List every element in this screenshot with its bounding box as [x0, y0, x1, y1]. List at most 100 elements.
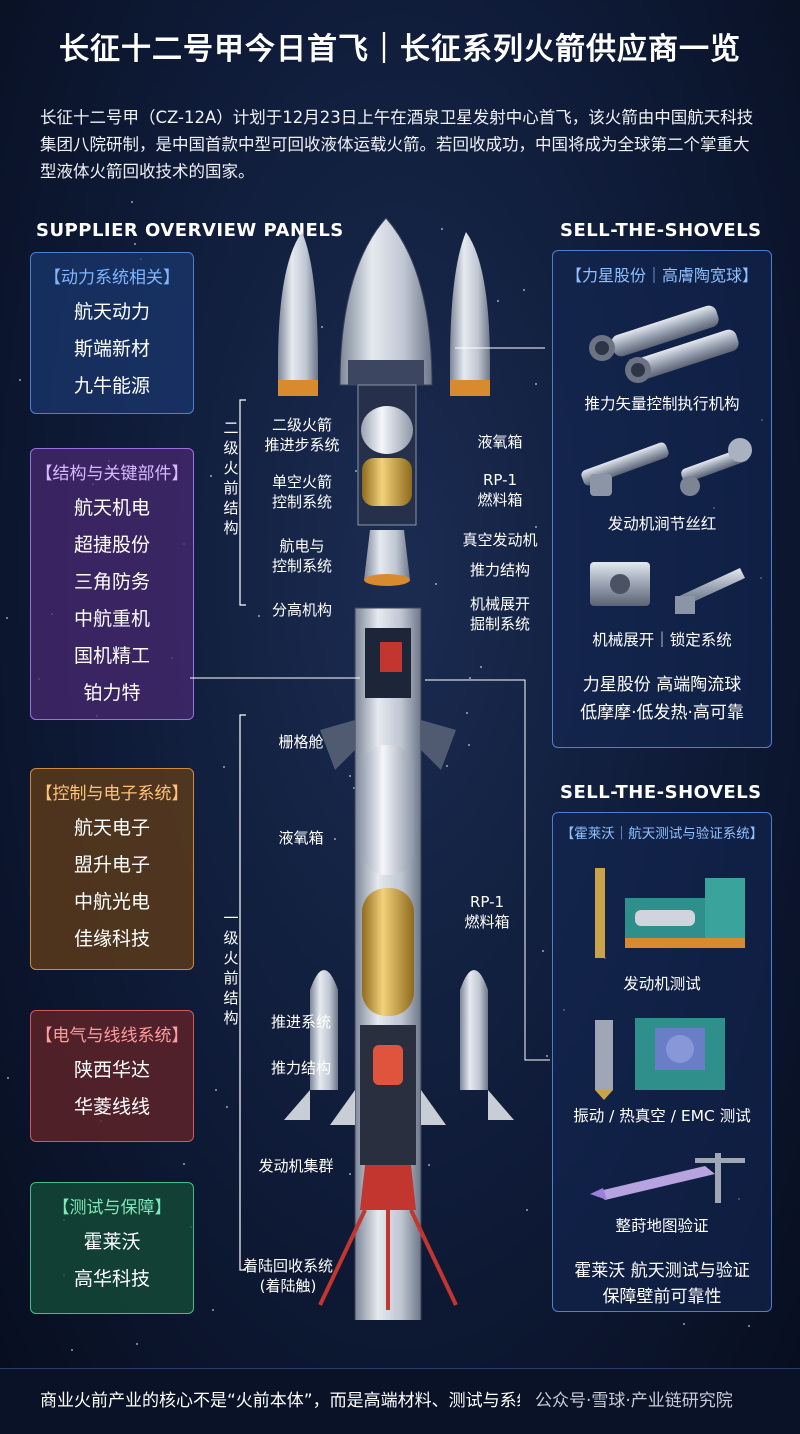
star: [466, 711, 469, 714]
star: [747, 1325, 750, 1328]
label-lox-lower: 液氧箱: [278, 829, 324, 847]
label-engine-cluster: 发动机集群: [258, 1157, 334, 1175]
panel-item: 国机精工: [73, 645, 150, 667]
star: [534, 383, 537, 386]
left-heading: SUPPLIER OVERVIEW PANELS: [36, 220, 344, 241]
panel-item: 航天机电: [73, 497, 150, 519]
caption-engine-screw: 发动机涧节丝红: [607, 515, 717, 533]
right-top-summary-2: 低摩摩·低发热·高可靠: [580, 703, 744, 723]
panel-item: 陕西华达: [73, 1059, 150, 1081]
panel-item: 铂力特: [83, 682, 141, 704]
star: [545, 1055, 548, 1058]
panel-item: 霍莱沃: [83, 1231, 141, 1253]
star: [496, 300, 499, 303]
panel-item: 斯端新材: [73, 338, 150, 360]
panel-item: 佳缘科技: [73, 928, 150, 950]
label-grid-fin: 栅格舱: [278, 733, 324, 751]
caption-map-verification: 整莳地图验证: [615, 1217, 709, 1235]
star: [131, 201, 133, 204]
label-stage2-control: 单空火箭 控制系统: [271, 473, 332, 511]
star: [182, 1163, 185, 1166]
rocket-illustration: [190, 217, 550, 1320]
panel-item: 超捷股份: [73, 534, 150, 556]
engine-test-image: [595, 868, 745, 958]
watermark: 公众号·雪球·产业链研究院: [535, 1391, 733, 1411]
star: [212, 1309, 215, 1312]
star: [534, 525, 537, 528]
label-rp1-lower: RP-1 燃料箱: [464, 893, 510, 931]
page-title: 长征十二号甲今日首飞｜长征系列火箭供应商一览: [59, 32, 741, 67]
star: [226, 1106, 229, 1109]
mechanical-lock-image: [590, 562, 745, 614]
label-separation: 分高机构: [271, 601, 332, 619]
panel-item: 中航重机: [73, 608, 150, 630]
star: [441, 227, 444, 230]
star: [435, 583, 438, 586]
star: [222, 766, 225, 769]
label-stage2-propulsion: 二级火箭 推进步系统: [264, 416, 340, 454]
star: [683, 1323, 686, 1326]
right-bottom-summary-1: 霍莱沃 航天测试与验证: [574, 1261, 750, 1281]
panel-item: 华菱线线: [73, 1096, 150, 1118]
panel-structure: 【结构与关键部件】 航天机电 超捷股份 三角防务 中航重机 国机精工 铂力特: [30, 448, 194, 720]
stage1-vertical-label: 一级火前结构: [223, 909, 239, 1027]
thrust-actuator-image: [589, 305, 739, 383]
star: [71, 1349, 74, 1352]
star: [446, 765, 449, 768]
label-lox-upper: 液氧箱: [477, 433, 523, 451]
caption-vibration-test: 振动 / 热真空 / EMC 测试: [573, 1107, 751, 1125]
right-top-heading: SELL-THE-SHOVELS: [560, 220, 762, 241]
star: [469, 676, 472, 679]
star: [321, 326, 324, 329]
label-propulsion: 推进系统: [270, 1013, 331, 1031]
panel-item: 航天电子: [73, 817, 150, 839]
label-vacuum-engine: 真空发动机: [462, 531, 538, 549]
panel-header: 【电气与线线系统】: [35, 1026, 189, 1046]
star: [523, 288, 526, 291]
panel-item: 三角防务: [73, 571, 150, 593]
engine-screw-image: [581, 438, 752, 496]
star: [135, 1343, 138, 1346]
star: [525, 1208, 528, 1211]
panel-item: 盟升电子: [73, 854, 150, 876]
right-top-summary-1: 力星股份 高端陶流球: [582, 675, 742, 695]
star: [352, 787, 355, 790]
panel-testing: 【测试与保障】 霍莱沃 高华科技: [30, 1182, 194, 1314]
star: [65, 224, 68, 227]
panel-item: 高华科技: [73, 1268, 150, 1290]
stage2-vertical-label: 二级火前结构: [223, 419, 239, 537]
map-verification-image: [590, 1153, 745, 1203]
panel-item: 九牛能源: [73, 375, 150, 397]
caption-thrust-actuator: 推力矢量控制执行机构: [584, 395, 740, 413]
star: [427, 1163, 430, 1166]
star: [257, 614, 260, 617]
vibration-test-image: [595, 1018, 725, 1100]
star: [134, 243, 137, 246]
star: [467, 744, 470, 747]
bottom-bar: [0, 1368, 800, 1434]
label-thrust-lower: 推力结构: [270, 1059, 331, 1077]
right-top-panel-header: 【力星股份｜高膚陶宽球】: [565, 266, 758, 285]
panel-power: 【动力系统相关】 航天动力 斯端新材 九牛能源: [30, 252, 194, 414]
panel-header: 【控制与电子系统】: [35, 784, 189, 804]
star: [479, 666, 482, 668]
star: [348, 775, 351, 778]
intro-paragraph: 长征十二号甲（CZ-12A）计划于12月23日上午在酒泉卫星发射中心首飞，该火箭…: [40, 108, 754, 181]
label-rp1-upper: RP-1 燃料箱: [477, 471, 523, 509]
label-landing: 着陆回收系统 (着陆触): [242, 1257, 333, 1295]
label-mech-deploy: 机械展开 掘制系统: [469, 595, 530, 633]
right-bottom-summary-2: 保障壁前可靠性: [602, 1287, 722, 1307]
star: [210, 474, 213, 477]
star: [5, 617, 8, 620]
star: [349, 1172, 352, 1175]
label-avionics: 航电与 控制系统: [271, 537, 332, 575]
panel-item: 中航光电: [73, 891, 150, 913]
panel-electrical: 【电气与线线系统】 陕西华达 华菱线线: [30, 1010, 194, 1142]
star: [279, 606, 282, 609]
star: [333, 838, 336, 841]
star: [215, 1089, 218, 1092]
panel-control: 【控制与电子系统】 航天电子 盟升电子 中航光电 佳缘科技: [30, 768, 194, 970]
panel-header: 【动力系统相关】: [44, 268, 180, 288]
panel-header: 【结构与关键部件】: [35, 464, 189, 484]
star: [6, 1077, 9, 1080]
